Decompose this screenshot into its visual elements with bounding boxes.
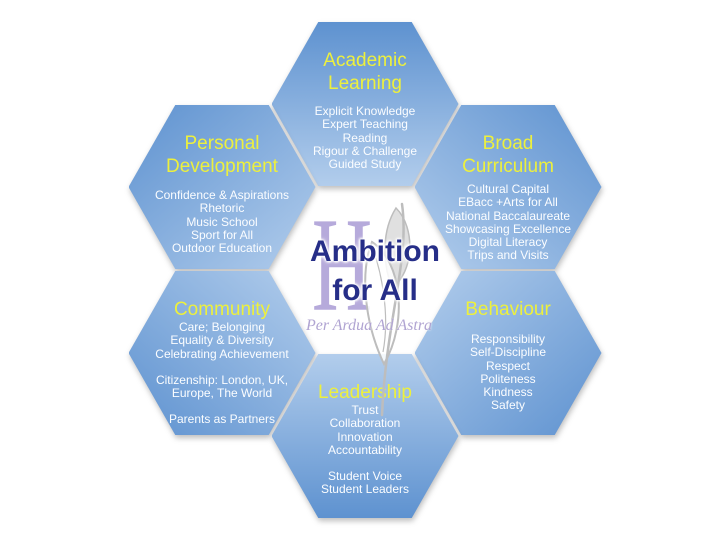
hexagon-title-line: Personal xyxy=(184,133,260,154)
leaf-icon xyxy=(364,202,411,417)
hexagon-item: Respect xyxy=(485,358,531,373)
hexagon-item: Kindness xyxy=(483,385,533,400)
hexagon-title-line: Behaviour xyxy=(465,299,551,320)
hexagon-item: Parents as Partners xyxy=(168,412,276,427)
hexagon-title-line: Academic xyxy=(323,50,407,71)
hexagon-title-line: Learning xyxy=(328,73,402,94)
hexagon-item: Student Leaders xyxy=(320,482,410,497)
hexagon-item: Equality & Diversity xyxy=(170,333,274,348)
hexagon-item: Care; Belonging xyxy=(178,320,266,334)
hexagon-item: Responsibility xyxy=(470,332,546,346)
hexagon-item: Confidence & Aspirations xyxy=(154,188,290,202)
school-monogram-letter: H xyxy=(311,190,373,340)
hexagon-item: Student Voice xyxy=(327,469,403,484)
hexagon-item: Celebrating Achievement xyxy=(155,346,289,361)
hexagon-item: Reading xyxy=(342,130,388,145)
hexagon-item: Rhetoric xyxy=(199,201,245,216)
hexagon-item: Explicit Knowledge xyxy=(314,104,416,118)
hexagon-item: EBacc +Arts for All xyxy=(458,195,558,210)
hexagon-title-line: Development xyxy=(166,156,278,177)
hexagon-item: Showcasing Excellence xyxy=(444,221,572,236)
hexagon-item: Politeness xyxy=(480,371,536,386)
hexagon-item: Trips and Visits xyxy=(467,248,549,263)
hexagon-item: Digital Literacy xyxy=(468,235,548,250)
hexagon-item: National Baccalaureate xyxy=(445,208,571,223)
hexagon-title: Behaviour xyxy=(413,270,603,321)
hexagon-item: Europe, The World xyxy=(171,386,273,401)
hexagon-item: Accountability xyxy=(327,442,403,457)
center-title-line: for All xyxy=(332,273,418,307)
hexagon-title: Leadership xyxy=(270,353,460,404)
center-title-line: Ambition xyxy=(310,235,440,268)
center-title: Ambition for All xyxy=(310,233,440,310)
hexagon-item: Expert Teaching xyxy=(322,117,408,132)
hexagon-title-line: Leadership xyxy=(317,382,413,403)
hexagon-item: Cultural Capital xyxy=(466,182,550,196)
hexagon-title-line: Curriculum xyxy=(462,156,554,177)
hexagon-title-line: Community xyxy=(173,299,271,320)
hexagon-item: Safety xyxy=(490,398,526,413)
hexagon-item: Citizenship: London, UK, xyxy=(155,372,289,387)
hexagon-item: Music School xyxy=(186,214,258,229)
school-motto: Per Ardua Ad Astra xyxy=(305,317,433,334)
hexagon-item: Sport for All xyxy=(190,227,254,242)
hexagon-item: Trust xyxy=(351,403,379,417)
hexagon-item: Guided Study xyxy=(328,157,402,172)
hexagon-title-line: Broad xyxy=(482,133,534,154)
hexagon-item: Outdoor Education xyxy=(171,241,273,256)
hexagon-item: Rigour & Challenge xyxy=(312,143,418,158)
hexagon-item: Collaboration xyxy=(329,416,401,431)
hexagon-item: Innovation xyxy=(337,429,393,444)
hexagon-item: Self-Discipline xyxy=(469,345,547,360)
hexagon-title: Community xyxy=(127,270,317,321)
